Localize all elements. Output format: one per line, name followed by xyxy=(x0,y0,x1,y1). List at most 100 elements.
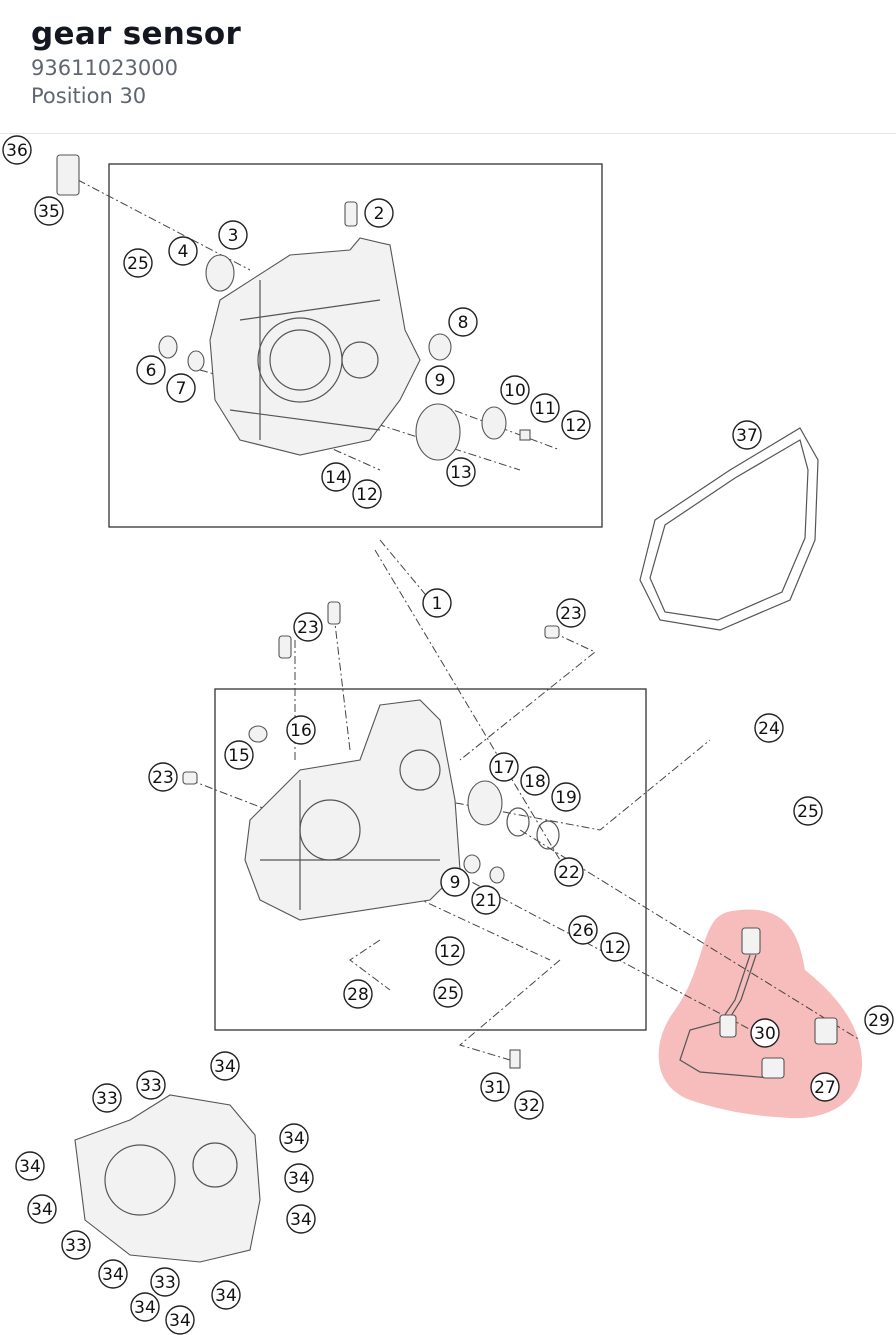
callout-16[interactable]: 16 xyxy=(286,715,316,745)
exploded-parts-diagram[interactable]: 36 35 2 3 4 25 6 7 8 9 10 11 12 13 14 12… xyxy=(0,134,896,1335)
callout-10[interactable]: 10 xyxy=(500,375,530,405)
callout-4[interactable]: 4 xyxy=(168,236,198,266)
lower-crankcase-frame xyxy=(214,688,647,1031)
svg-text:33: 33 xyxy=(154,1273,176,1293)
part-header: gear sensor 93611023000 Position 30 xyxy=(0,0,896,134)
svg-text:34: 34 xyxy=(215,1286,237,1306)
callout-2[interactable]: 2 xyxy=(364,198,394,228)
callout-37[interactable]: 37 xyxy=(732,420,762,450)
lower-crankcase[interactable] xyxy=(244,699,461,921)
callout-19[interactable]: 19 xyxy=(551,782,581,812)
callout-28[interactable]: 28 xyxy=(343,979,373,1009)
callout-12[interactable]: 12 xyxy=(352,479,382,509)
callout-24[interactable]: 24 xyxy=(754,713,784,743)
callout-18[interactable]: 18 xyxy=(520,766,550,796)
clutch-cover-gasket[interactable] xyxy=(639,427,819,631)
svg-text:25: 25 xyxy=(437,984,459,1004)
callout-26[interactable]: 26 xyxy=(568,915,598,945)
callout-12[interactable]: 12 xyxy=(435,936,465,966)
callout-30[interactable]: 30 xyxy=(750,1018,780,1048)
svg-text:33: 33 xyxy=(140,1076,162,1096)
highlight-region[interactable] xyxy=(658,909,863,1119)
svg-text:2: 2 xyxy=(374,204,385,224)
callout-34[interactable]: 34 xyxy=(286,1204,316,1234)
callout-15[interactable]: 15 xyxy=(224,740,254,770)
svg-text:30: 30 xyxy=(754,1024,776,1044)
svg-text:27: 27 xyxy=(814,1078,836,1098)
svg-text:12: 12 xyxy=(356,485,378,505)
callout-33[interactable]: 33 xyxy=(92,1083,122,1113)
callout-12[interactable]: 12 xyxy=(600,932,630,962)
callout-25[interactable]: 25 xyxy=(123,248,153,278)
svg-text:16: 16 xyxy=(290,721,312,741)
callout-27[interactable]: 27 xyxy=(810,1072,840,1102)
callout-11[interactable]: 11 xyxy=(530,393,560,423)
callout-36[interactable]: 36 xyxy=(2,135,32,165)
callout-33[interactable]: 33 xyxy=(136,1070,166,1100)
callout-12[interactable]: 12 xyxy=(561,410,591,440)
callout-9[interactable]: 9 xyxy=(425,365,455,395)
callout-34[interactable]: 34 xyxy=(130,1292,160,1322)
callout-34[interactable]: 34 xyxy=(210,1051,240,1081)
svg-text:14: 14 xyxy=(325,468,347,488)
callout-34[interactable]: 34 xyxy=(165,1305,195,1335)
callout-6[interactable]: 6 xyxy=(136,355,166,385)
callout-3[interactable]: 3 xyxy=(218,220,248,250)
svg-text:17: 17 xyxy=(493,758,515,778)
svg-text:25: 25 xyxy=(127,254,149,274)
gear-sensor[interactable] xyxy=(679,927,838,1079)
bearings[interactable] xyxy=(158,254,560,884)
callout-34[interactable]: 34 xyxy=(15,1151,45,1181)
svg-text:3: 3 xyxy=(228,226,239,246)
svg-text:7: 7 xyxy=(176,379,187,399)
callout-14[interactable]: 14 xyxy=(321,462,351,492)
callout-23[interactable]: 23 xyxy=(556,598,586,628)
svg-text:9: 9 xyxy=(435,371,446,391)
callout-8[interactable]: 8 xyxy=(448,307,478,337)
upper-crankcase[interactable] xyxy=(209,237,421,456)
callout-33[interactable]: 33 xyxy=(61,1230,91,1260)
callout-13[interactable]: 13 xyxy=(446,457,476,487)
callout-29[interactable]: 29 xyxy=(864,1005,894,1035)
svg-text:31: 31 xyxy=(484,1078,506,1098)
callout-25[interactable]: 25 xyxy=(793,796,823,826)
callout-31[interactable]: 31 xyxy=(480,1072,510,1102)
svg-text:22: 22 xyxy=(558,863,580,883)
svg-text:34: 34 xyxy=(288,1169,310,1189)
callout-32[interactable]: 32 xyxy=(514,1090,544,1120)
svg-text:32: 32 xyxy=(518,1096,540,1116)
dowel-pins-and-bolts[interactable] xyxy=(56,154,560,1069)
callout-17[interactable]: 17 xyxy=(489,752,519,782)
callout-1[interactable]: 1 xyxy=(422,588,452,618)
callout-33[interactable]: 33 xyxy=(150,1267,180,1297)
callout-34[interactable]: 34 xyxy=(284,1163,314,1193)
callout-23[interactable]: 23 xyxy=(148,762,178,792)
svg-text:10: 10 xyxy=(504,381,526,401)
callout-21[interactable]: 21 xyxy=(471,885,501,915)
svg-text:37: 37 xyxy=(736,426,758,446)
svg-text:4: 4 xyxy=(178,242,189,262)
svg-text:13: 13 xyxy=(450,463,472,483)
callout-9[interactable]: 9 xyxy=(440,867,470,897)
bottom-crankcase[interactable] xyxy=(74,1094,261,1263)
svg-text:35: 35 xyxy=(38,202,60,222)
svg-text:12: 12 xyxy=(565,416,587,436)
svg-text:29: 29 xyxy=(868,1011,890,1031)
svg-text:1: 1 xyxy=(432,594,443,614)
svg-text:23: 23 xyxy=(297,618,319,638)
callout-34[interactable]: 34 xyxy=(279,1123,309,1153)
svg-text:24: 24 xyxy=(758,719,780,739)
svg-text:9: 9 xyxy=(450,873,461,893)
svg-text:33: 33 xyxy=(96,1089,118,1109)
callout-22[interactable]: 22 xyxy=(554,857,584,887)
callout-34[interactable]: 34 xyxy=(98,1259,128,1289)
svg-text:23: 23 xyxy=(560,604,582,624)
callout-25[interactable]: 25 xyxy=(433,978,463,1008)
callout-7[interactable]: 7 xyxy=(166,373,196,403)
svg-text:34: 34 xyxy=(19,1157,41,1177)
callout-23[interactable]: 23 xyxy=(293,612,323,642)
part-title: gear sensor xyxy=(31,16,242,52)
callout-34[interactable]: 34 xyxy=(211,1280,241,1310)
callout-34[interactable]: 34 xyxy=(27,1194,57,1224)
callout-35[interactable]: 35 xyxy=(34,196,64,226)
